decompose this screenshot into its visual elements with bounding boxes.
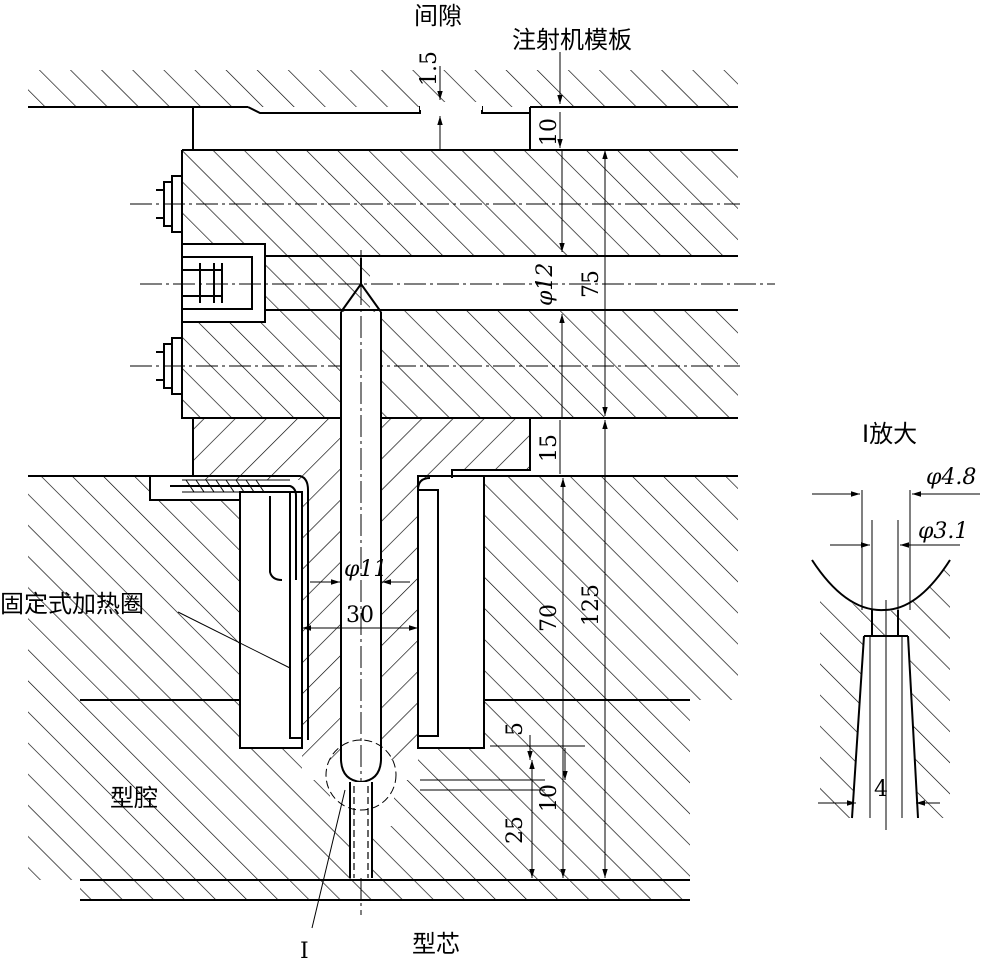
dim-5: 5 [503,722,528,736]
machine-platen [28,70,738,114]
dim-75: 75 [579,270,604,298]
spacer-ring [192,107,531,150]
dim-30: 30 [346,603,374,628]
detail-ref-label: I [300,939,309,964]
dim-phi3-1: φ3.1 [918,519,968,544]
heater-band-right [417,475,485,749]
dim-15: 15 [537,434,562,462]
manifold-plate [130,149,775,419]
fixed-plate [28,475,738,901]
dimension-lines [177,52,608,929]
dim-25: 25 [503,816,528,844]
dim-phi12: φ12 [533,263,558,306]
heater-band-left [150,475,309,749]
runner-plug [181,243,266,323]
gap-label: 间隙 [414,2,462,30]
dim-phi11: φ11 [344,557,387,582]
dim-10-bottom: 10 [537,784,562,812]
dim-4: 4 [874,777,888,802]
core-label: 型芯 [412,930,460,958]
detail-view [811,490,980,830]
dim-125: 125 [579,584,604,626]
heater-connector-top [156,175,183,233]
cavity-label: 型腔 [110,784,158,812]
dim-10-top: 10 [537,118,562,146]
heater-connector-bottom [156,337,183,395]
dim-70: 70 [537,604,562,632]
heater-label: 固定式加热圈 [0,590,144,618]
platen-label: 注射机模板 [512,26,632,54]
dim-gap: 1.5 [417,51,442,86]
dim-phi4-8: φ4.8 [926,465,976,490]
nozzle-channel [325,250,397,915]
detail-title: I放大 [862,420,917,448]
